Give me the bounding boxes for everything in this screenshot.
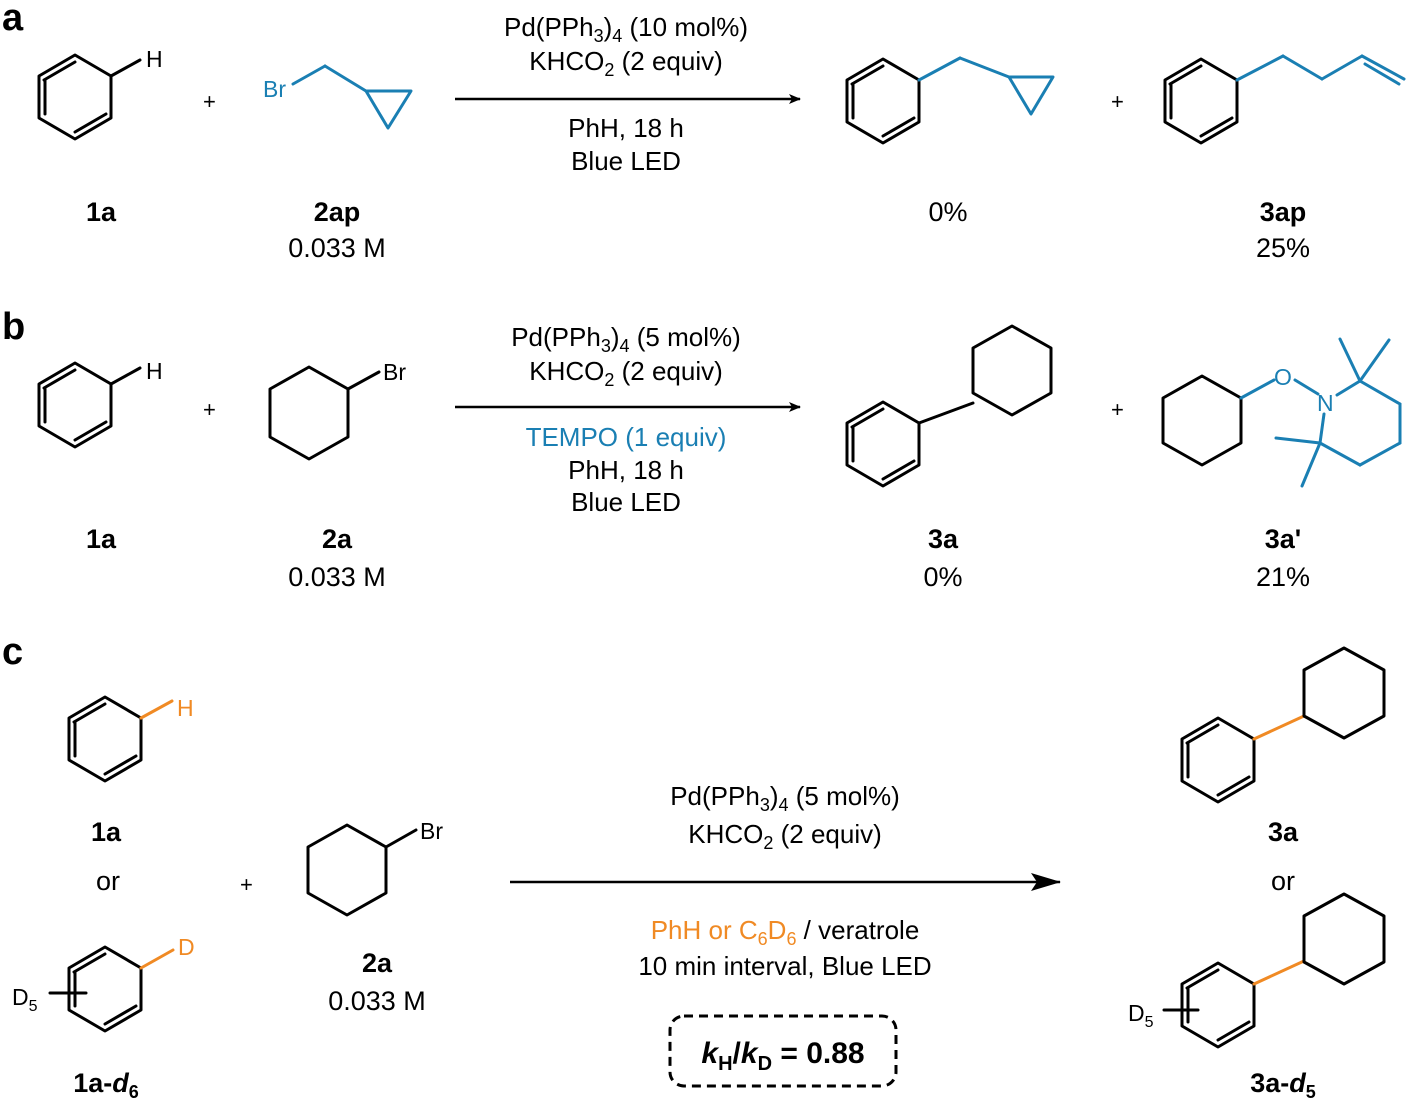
- condition-tempo: TEMPO (1 equiv): [526, 422, 727, 452]
- h-atom-label: H: [146, 46, 163, 72]
- compound-label-2ap: 2ap: [314, 197, 361, 227]
- compound-label-1a-d6: 1a-d6: [73, 1068, 139, 1101]
- plus-sign: +: [1111, 397, 1124, 422]
- br-atom-label: Br: [383, 359, 406, 385]
- panel-b: b H + Br Pd(PPh3)4 (5 mol%) KHCO2 (2 equ…: [2, 306, 1402, 592]
- condition-line-2: KHCO2 (2 equiv): [688, 819, 882, 853]
- condition-line-5: Blue LED: [571, 487, 681, 517]
- or-text: or: [96, 866, 120, 896]
- plus-sign: +: [240, 872, 253, 897]
- condition-line-2: KHCO2 (2 equiv): [529, 356, 723, 390]
- cyclohexylbenzene-3a-structure: [845, 324, 1053, 488]
- compound-label-2a: 2a: [322, 524, 353, 554]
- concentration-2ap: 0.033 M: [288, 233, 386, 263]
- tempo-adduct-3a-prime-structure: O N: [1161, 337, 1402, 488]
- benzene-1a-structure: H: [67, 695, 194, 783]
- yield-3a-prime: 21%: [1256, 562, 1310, 592]
- kie-value-text: kH/kD = 0.88: [701, 1037, 864, 1075]
- panel-a-letter: a: [2, 0, 24, 39]
- compound-label-3a: 3a: [928, 524, 959, 554]
- yield-benzylcyclopropane: 0%: [928, 197, 967, 227]
- compound-label-3a: 3a: [1268, 817, 1299, 847]
- o-atom-label: O: [1274, 364, 1292, 390]
- condition-line-4: Blue LED: [571, 146, 681, 176]
- yield-3a: 0%: [923, 562, 962, 592]
- benzene-1a-structure: H: [37, 358, 163, 449]
- compound-label-1a: 1a: [91, 817, 122, 847]
- n-atom-label: N: [1317, 390, 1334, 416]
- panel-a: a H + Br Pd(PPh3)4 (10 mol%) KHCO2 (2 eq…: [2, 0, 1406, 263]
- conditions-c: Pd(PPh3)4 (5 mol%) KHCO2 (2 equiv) PhH o…: [510, 781, 1061, 1088]
- plus-sign: +: [203, 89, 216, 114]
- compound-label-1a: 1a: [86, 524, 117, 554]
- condition-line-2: KHCO2 (2 equiv): [529, 46, 723, 80]
- panel-c-letter: c: [2, 631, 23, 673]
- phenylbutene-3ap-structure: [1163, 54, 1406, 145]
- condition-line-1: Pd(PPh3)4 (5 mol%): [670, 781, 900, 815]
- condition-line-4: PhH, 18 h: [568, 455, 684, 485]
- h-atom-label: H: [177, 695, 194, 721]
- or-text: or: [1271, 866, 1295, 896]
- condition-line-1: Pd(PPh3)4 (5 mol%): [511, 322, 741, 356]
- benzylcyclopropane-structure: [845, 56, 1055, 145]
- compound-label-3a-d5: 3a-d5: [1250, 1068, 1316, 1101]
- compound-label-2a: 2a: [362, 948, 393, 978]
- condition-line-3: PhH or C6D6 / veratrole: [651, 915, 920, 949]
- benzene-1a-structure: H: [37, 46, 163, 141]
- panel-b-letter: b: [2, 306, 25, 348]
- bromocyclohexane-2a-structure: Br: [268, 359, 406, 461]
- d-atom-label: D: [178, 934, 195, 960]
- compound-label-3ap: 3ap: [1260, 197, 1307, 227]
- d5-label: D5: [1128, 1000, 1154, 1031]
- plus-sign: +: [1111, 89, 1124, 114]
- compound-label-1a: 1a: [86, 197, 117, 227]
- benzene-d6-structure: D D5: [12, 934, 195, 1033]
- yield-3ap: 25%: [1256, 233, 1310, 263]
- bromomethylcyclopropane-2ap-structure: Br: [263, 64, 413, 130]
- plus-sign: +: [203, 397, 216, 422]
- kie-box: [668, 1014, 898, 1088]
- h-atom-label: H: [146, 358, 163, 384]
- br-atom-label: Br: [420, 818, 443, 844]
- cyclohexylbenzene-d5-structure: D5: [1128, 892, 1386, 1049]
- conditions-b: Pd(PPh3)4 (5 mol%) KHCO2 (2 equiv) TEMPO…: [455, 322, 801, 517]
- bromocyclohexane-2a-structure: Br: [306, 818, 443, 917]
- concentration-2a: 0.033 M: [328, 986, 426, 1016]
- panel-c: c H 1a or D D5 1a-d6 + Br: [2, 631, 1386, 1101]
- compound-label-3a-prime: 3a': [1265, 524, 1301, 554]
- conditions-a: Pd(PPh3)4 (10 mol%) KHCO2 (2 equiv) PhH,…: [455, 12, 801, 176]
- d5-label: D5: [12, 984, 38, 1015]
- br-atom-label: Br: [263, 76, 286, 102]
- condition-line-3: PhH, 18 h: [568, 113, 684, 143]
- concentration-2a: 0.033 M: [288, 562, 386, 592]
- condition-line-1: Pd(PPh3)4 (10 mol%): [504, 12, 748, 46]
- cyclohexylbenzene-3a-structure: [1180, 646, 1386, 804]
- condition-line-4: 10 min interval, Blue LED: [638, 951, 931, 981]
